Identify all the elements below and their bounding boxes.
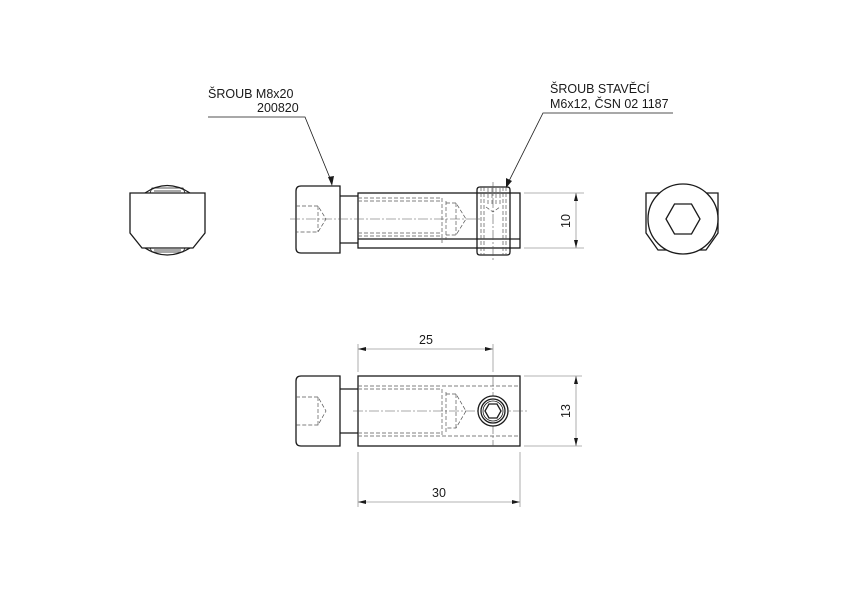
leader-screw-main xyxy=(208,116,334,186)
label-set-screw-line1: ŠROUB STAVĚCÍ xyxy=(550,81,650,96)
bottom-view xyxy=(295,375,528,447)
dimension-13 xyxy=(524,375,582,447)
front-view xyxy=(290,182,521,260)
dimension-30-value: 30 xyxy=(432,486,446,500)
dimension-30 xyxy=(357,452,521,507)
right-view xyxy=(645,183,719,255)
dimension-10 xyxy=(524,192,584,249)
label-screw-main-line1: ŠROUB M8x20 xyxy=(208,86,293,101)
dimension-25 xyxy=(357,344,494,372)
label-screw-main-line2: 200820 xyxy=(257,101,299,115)
dimension-13-value: 13 xyxy=(559,404,573,418)
dimension-25-value: 25 xyxy=(419,333,433,347)
label-set-screw-line2: M6x12, ČSN 02 1187 xyxy=(550,96,669,111)
left-view xyxy=(129,184,206,256)
leader-set-screw xyxy=(506,112,673,188)
dimension-10-value: 10 xyxy=(559,214,573,228)
